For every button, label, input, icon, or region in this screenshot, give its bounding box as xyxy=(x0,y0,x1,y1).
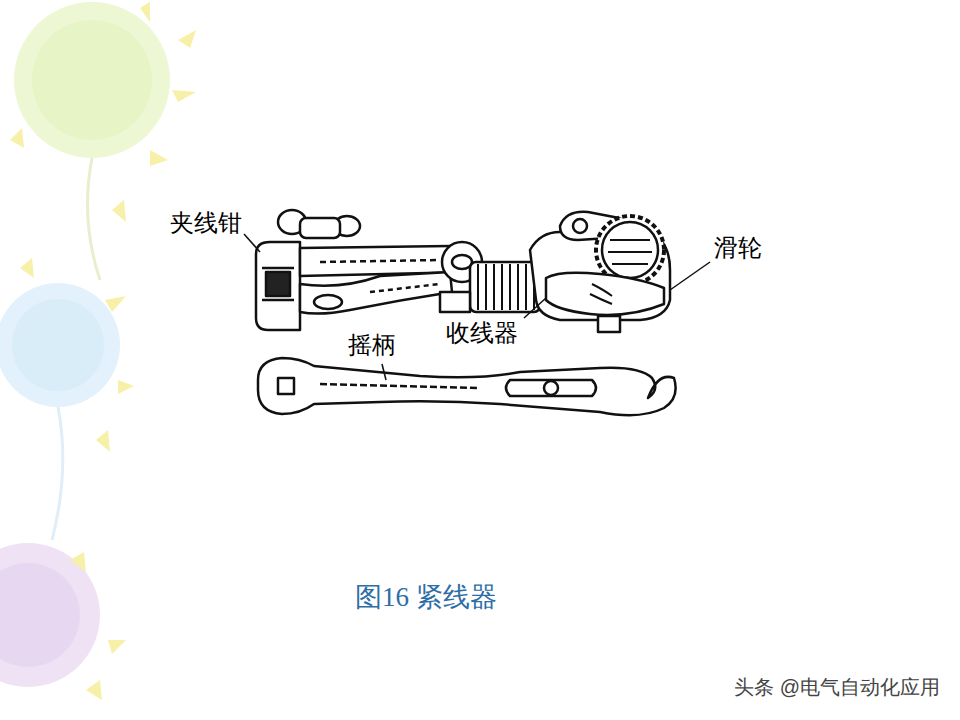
figure-caption: 图16 紧线器 xyxy=(355,582,497,613)
balloon-decoration xyxy=(0,2,170,687)
crank-handle xyxy=(258,358,676,415)
watermark: 头条 @电气自动化应用 xyxy=(734,676,940,699)
part-label: 滑轮 xyxy=(714,235,762,263)
part-label: 收线器 xyxy=(446,320,518,348)
leader-lines xyxy=(244,234,710,380)
part-label: 夹线钳 xyxy=(170,210,242,238)
tensioner-body xyxy=(256,210,670,332)
sun-rays xyxy=(10,2,196,700)
part-label: 摇柄 xyxy=(348,332,396,360)
